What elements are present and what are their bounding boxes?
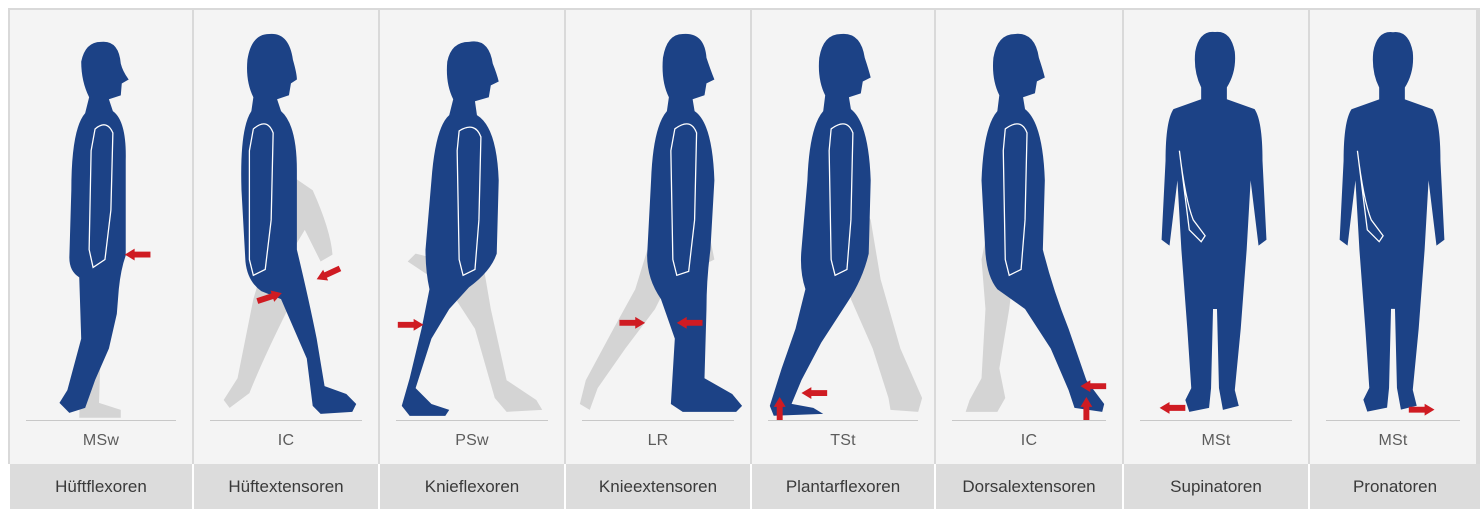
figure-pronators [1310,10,1476,420]
figure-dorsal-extensors [936,10,1122,420]
muscle-label: Pronatoren [1310,464,1480,509]
muscle-label: Hüftextensoren [194,464,380,509]
phase-label: PSw [380,432,564,450]
panel-plantar-flexors: TSt [752,10,936,464]
walking-figure [770,34,871,416]
muscle-label: Supinatoren [1124,464,1310,509]
ground-line [768,420,918,421]
phase-label: IC [936,432,1122,450]
ground-line [210,420,362,421]
muscle-label: Dorsalextensoren [936,464,1124,509]
panel-knee-flexors: PSw [380,10,566,464]
force-arrow [1160,402,1186,414]
phase-label: IC [194,432,378,450]
phase-label: LR [566,432,750,450]
figure-supinators [1124,10,1308,420]
panel-knee-extensors: LR [566,10,752,464]
panel-pronators: MSt [1310,10,1478,464]
ground-line [952,420,1106,421]
panel-dorsal-extensors: IC [936,10,1124,464]
ground-line [26,420,176,421]
force-arrow [125,249,151,261]
standing-figure [1340,32,1445,412]
figure-hip-extensors [194,10,378,420]
phase-label: MSt [1310,432,1476,450]
phase-label: TSt [752,432,934,450]
figure-plantar-flexors [752,10,934,420]
panel-supinators: MSt [1124,10,1310,464]
muscle-label: Hüftflexoren [10,464,194,509]
phase-label: MSw [10,432,192,450]
ground-line [396,420,548,421]
figure-hip-flexors [10,10,192,420]
muscle-label: Plantarflexoren [752,464,936,509]
walking-figure [59,42,128,413]
muscle-label: Knieextensoren [566,464,752,509]
phase-label: MSt [1124,432,1308,450]
figure-knee-flexors [380,10,564,420]
force-arrow [801,387,827,399]
force-arrow [398,319,424,331]
ground-line [582,420,734,421]
ground-line [1326,420,1460,421]
ground-line [1140,420,1292,421]
muscle-label: Knieflexoren [380,464,566,509]
force-arrow [314,263,342,285]
panel-hip-flexors: MSw [10,10,194,464]
standing-figure [1162,32,1267,412]
panel-hip-extensors: IC [194,10,380,464]
figure-knee-extensors [566,10,750,420]
